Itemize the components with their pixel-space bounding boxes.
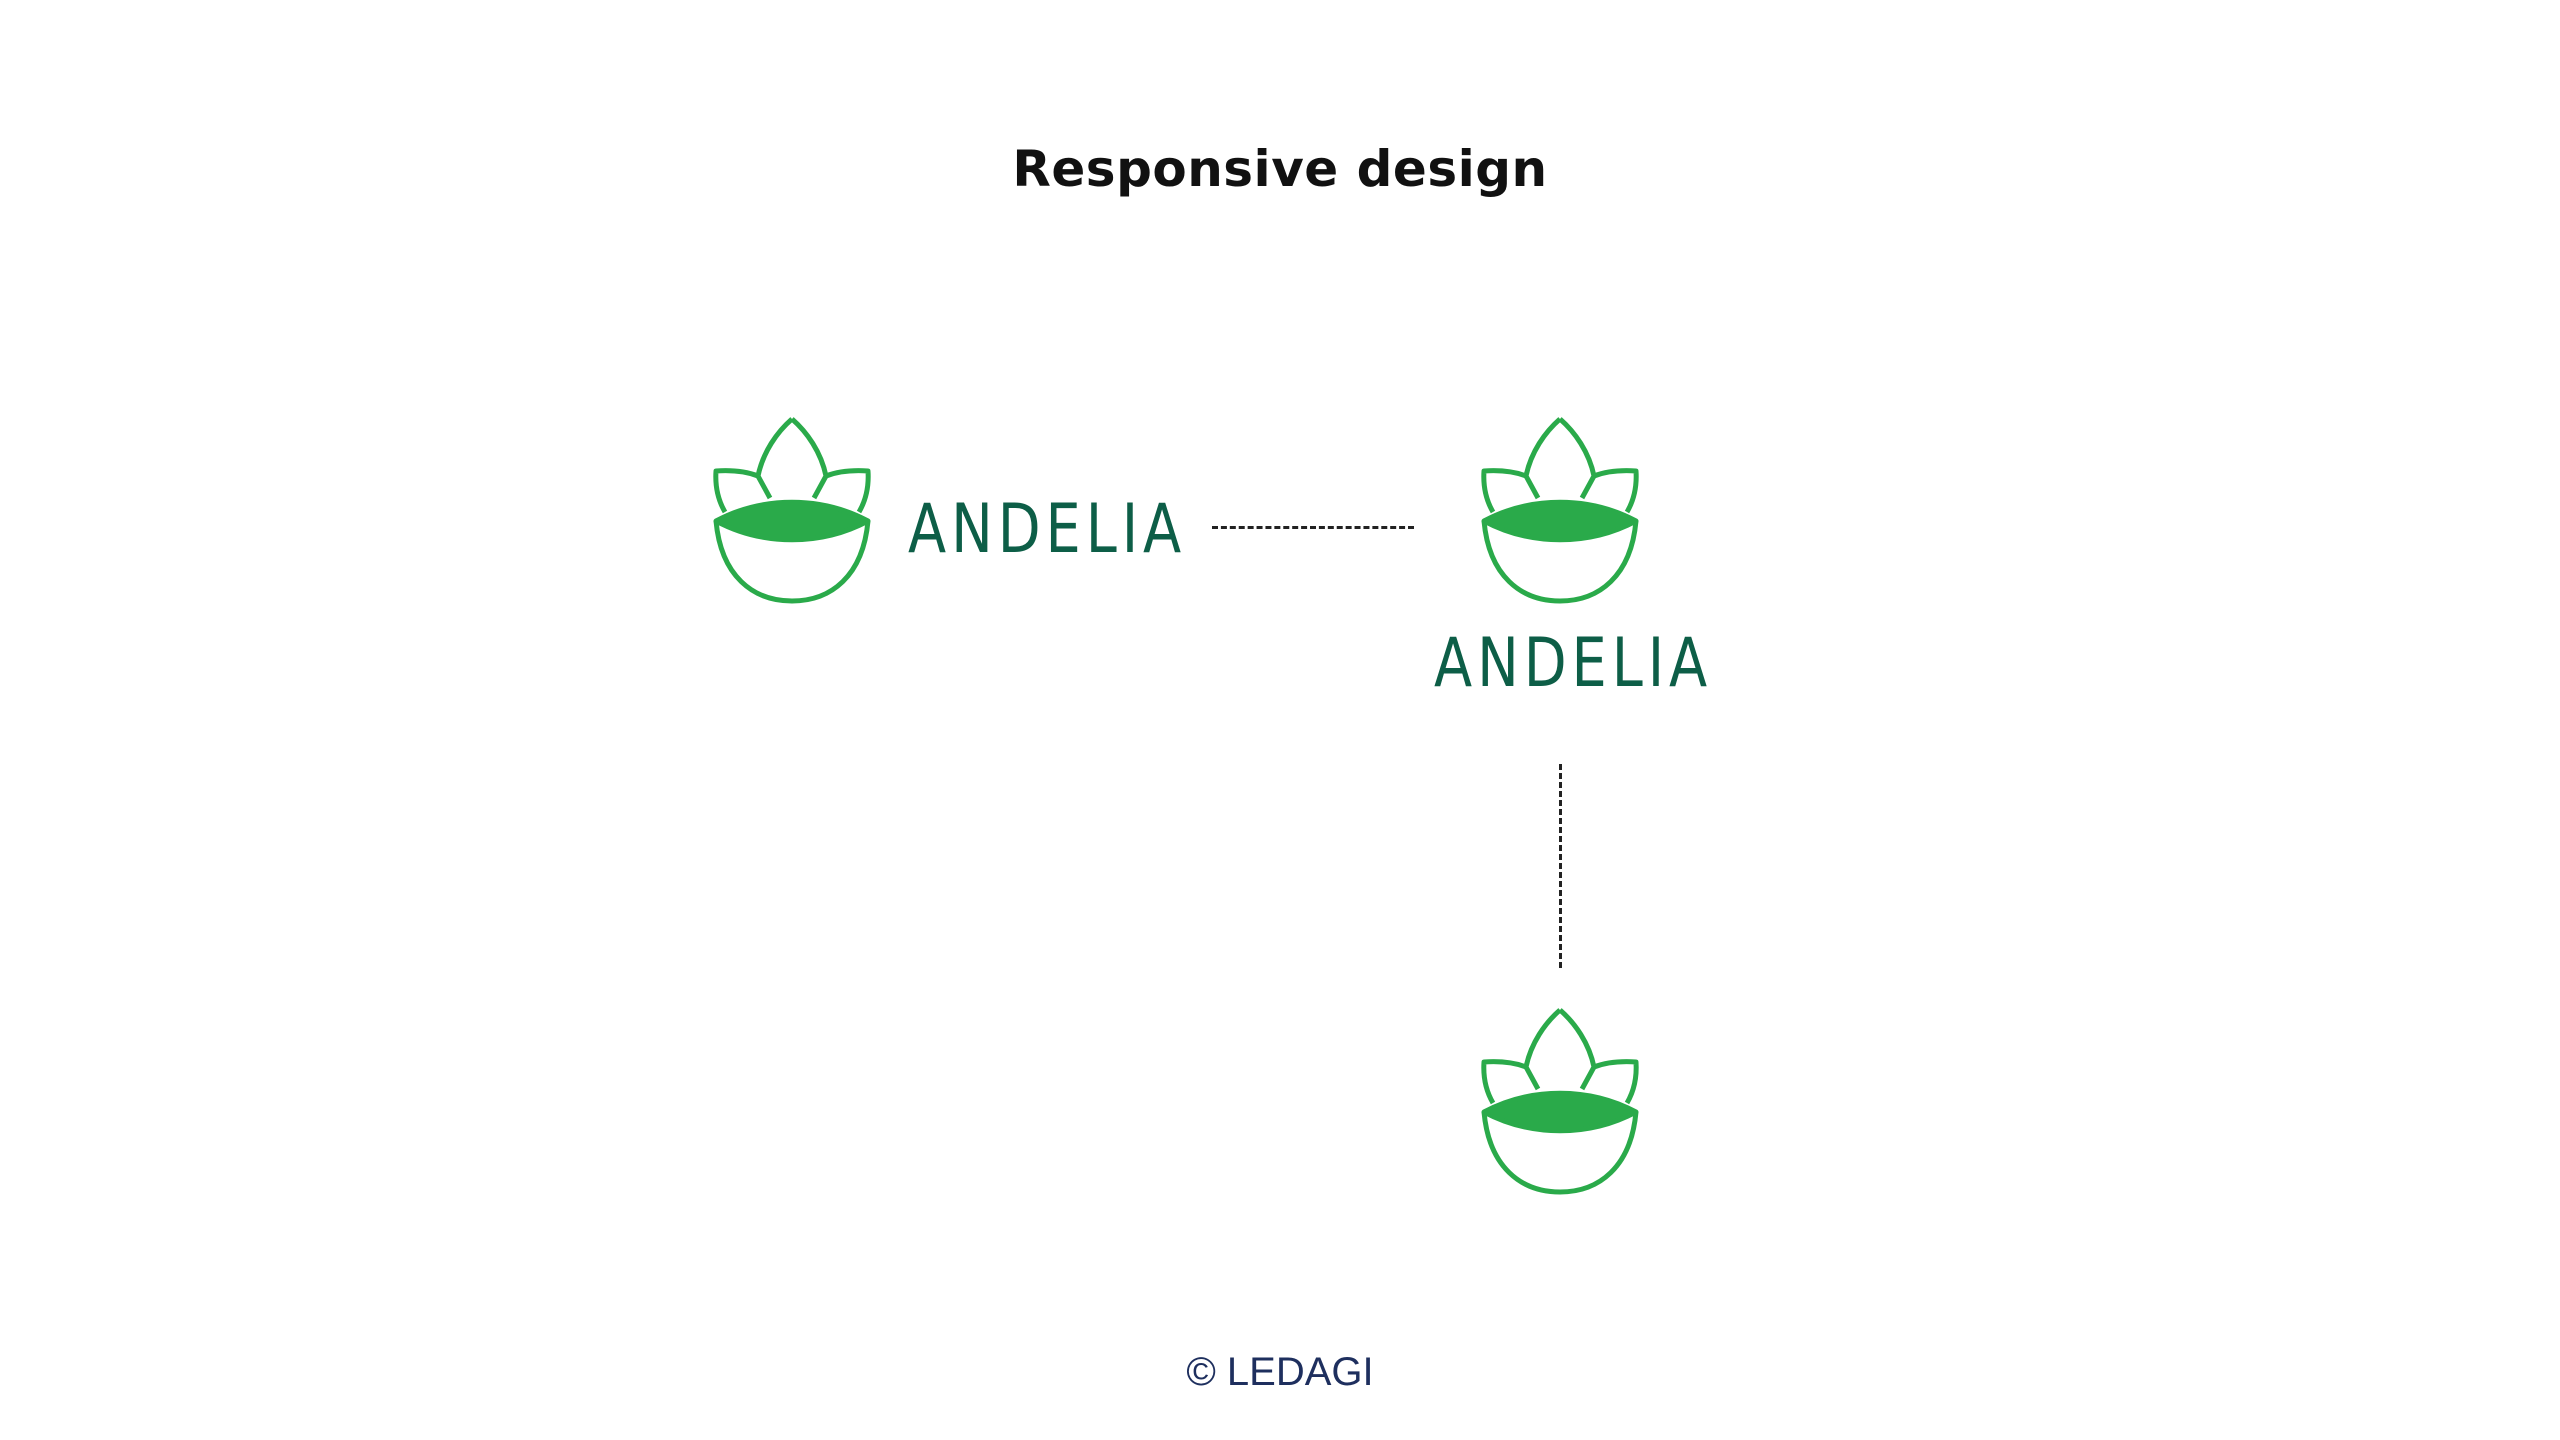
wordmark-horizontal: ANDELIA — [908, 490, 1187, 569]
copyright-footer: © LEDAGI — [1186, 1350, 1374, 1394]
lotus-logo-icon — [1481, 1007, 1641, 1195]
horizontal-dashed-connector — [1212, 526, 1414, 529]
page-title: Responsive design — [1012, 140, 1548, 198]
lotus-logo-icon — [713, 416, 873, 604]
vertical-dashed-connector — [1559, 764, 1562, 968]
lotus-logo-icon — [1481, 416, 1641, 604]
wordmark-stacked: ANDELIA — [1434, 624, 1713, 703]
